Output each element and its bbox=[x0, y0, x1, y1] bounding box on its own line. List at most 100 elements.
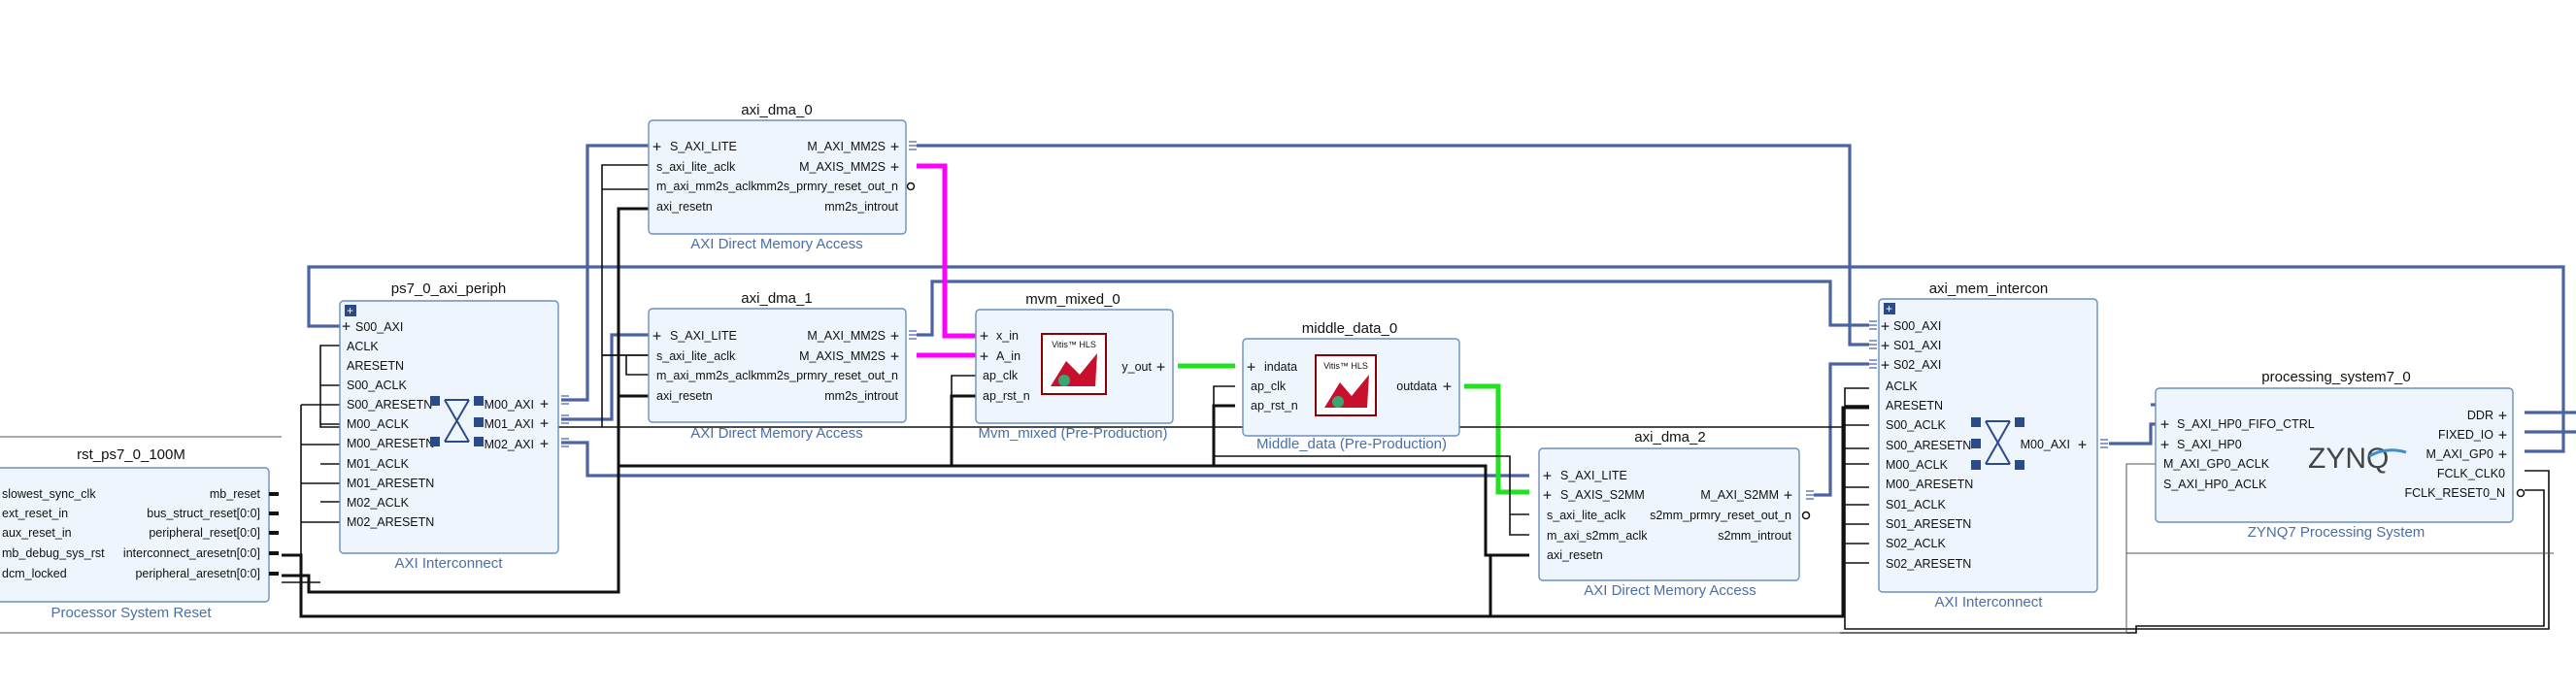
block-ps7-axi-periph[interactable]: ps7_0_axi_periph + + S00_AXI ACLK ARESET… bbox=[339, 280, 559, 572]
axis-dma0-to-mvm-xin[interactable] bbox=[917, 163, 976, 339]
block-axi-dma-1[interactable]: axi_dma_1 + S_AXI_LITE s_axi_lite_aclk m… bbox=[648, 290, 907, 442]
pin-label: mm2s_prmry_reset_out_n bbox=[756, 369, 898, 382]
pin-label: S02_ARESETN bbox=[1886, 557, 1971, 571]
plus-icon[interactable]: + bbox=[890, 347, 899, 365]
axis-middle-outdata-to-dma2[interactable] bbox=[1464, 383, 1529, 495]
plus-icon[interactable]: + bbox=[1881, 317, 1890, 335]
expand-icon[interactable] bbox=[1884, 303, 1895, 314]
inverted-pin-icon bbox=[906, 182, 916, 191]
net-fclk-clk0[interactable] bbox=[1844, 387, 2550, 630]
svg-text:ZYNQ: ZYNQ bbox=[2308, 443, 2389, 475]
net-clk-to-periph[interactable] bbox=[282, 345, 602, 583]
block-body[interactable] bbox=[2155, 387, 2514, 523]
plus-icon[interactable]: + bbox=[1881, 356, 1890, 374]
plus-icon[interactable]: + bbox=[980, 347, 988, 365]
block-body[interactable] bbox=[648, 308, 907, 423]
pin-label: M_AXIS_MM2S bbox=[799, 160, 886, 174]
block-axi-dma-2[interactable]: axi_dma_2 + + S_AXI_LITE S_AXIS_S2MM s_a… bbox=[1538, 429, 1811, 599]
bus-mem-m00-to-hp0[interactable] bbox=[2109, 422, 2156, 446]
plus-icon[interactable]: + bbox=[1543, 486, 1552, 504]
plus-icon[interactable]: + bbox=[890, 158, 899, 176]
block-axi-dma-0[interactable]: axi_dma_0 + S_AXI_LITE s_axi_lite_aclk m… bbox=[648, 102, 916, 252]
expand-icon-glyph: + bbox=[347, 304, 353, 317]
pin-label: M01_AXI bbox=[485, 417, 534, 431]
net-clk-to-dma1-lite[interactable] bbox=[602, 354, 649, 376]
net-clk-distribution-upper[interactable] bbox=[1845, 405, 1869, 564]
plus-icon[interactable]: + bbox=[540, 435, 549, 452]
pin-label: ARESETN bbox=[347, 359, 404, 373]
plus-icon[interactable]: + bbox=[540, 395, 549, 412]
block-title: axi_dma_1 bbox=[741, 290, 812, 307]
pin-label: M00_ACLK bbox=[347, 417, 410, 431]
bus-m02-to-dma2-lite[interactable] bbox=[561, 441, 1529, 478]
rst-output-pins: mb_reset bus_struct_reset[0:0] periphera… bbox=[123, 487, 279, 580]
pin-label: outdata bbox=[1396, 380, 1437, 393]
plus-icon[interactable]: + bbox=[1156, 358, 1165, 376]
plus-icon[interactable]: + bbox=[540, 414, 549, 432]
block-body[interactable] bbox=[1878, 298, 2098, 593]
block-subtitle: ZYNQ7 Processing System bbox=[2248, 524, 2425, 541]
plus-icon[interactable]: + bbox=[890, 138, 899, 155]
bus-ps7-gp0-to-periph-s00[interactable] bbox=[307, 265, 2565, 453]
pin-label: mm2s_introut bbox=[824, 200, 898, 214]
pin-label: S00_ACLK bbox=[1886, 418, 1947, 432]
net-clk-to-dma2[interactable] bbox=[1213, 427, 1529, 536]
block-rst-ps7[interactable]: rst_ps7_0_100M slowest_sync_clk ext_rese… bbox=[0, 446, 279, 621]
pin-label: M02_ACLK bbox=[347, 496, 410, 510]
plus-icon[interactable]: + bbox=[1443, 378, 1452, 395]
plus-icon[interactable]: + bbox=[1247, 358, 1255, 376]
plus-icon[interactable]: + bbox=[652, 138, 661, 155]
block-body[interactable] bbox=[339, 300, 559, 554]
plus-icon[interactable]: + bbox=[980, 327, 988, 345]
wire-layer bbox=[0, 144, 2576, 634]
pin-label: S00_ACLK bbox=[347, 379, 408, 392]
block-middle-data-0[interactable]: middle_data_0 + indata ap_clk ap_rst_n V… bbox=[1242, 320, 1460, 452]
block-mvm-mixed-0[interactable]: mvm_mixed_0 + + x_in A_in ap_clk ap_rst_… bbox=[975, 291, 1174, 442]
plus-icon[interactable]: + bbox=[2078, 436, 2087, 453]
net-periph-aresets[interactable] bbox=[300, 404, 340, 555]
pin-label: s2mm_prmry_reset_out_n bbox=[1650, 509, 1791, 522]
block-processing-system7-0[interactable]: processing_system7_0 + + S_AXI_HP0_FIFO_… bbox=[2155, 369, 2526, 541]
bus-m00-to-dma0-lite[interactable] bbox=[561, 144, 649, 402]
vitis-hls-logo-icon: Vitis™ HLS bbox=[1315, 354, 1377, 416]
bus-dma1-mm2s-to-s00[interactable] bbox=[917, 280, 1869, 337]
block-body[interactable] bbox=[1538, 447, 1800, 581]
plus-icon[interactable]: + bbox=[652, 327, 661, 345]
pin-label: S01_ARESETN bbox=[1886, 517, 1971, 531]
pin-label: S_AXI_HP0 bbox=[2177, 438, 2242, 451]
pin-label: ARESETN bbox=[1886, 399, 1943, 412]
net-peripheral-aresetn[interactable] bbox=[282, 207, 1529, 594]
plus-icon[interactable]: + bbox=[2160, 436, 2169, 453]
pin-label: ACLK bbox=[347, 340, 379, 353]
pin-label: S01_AXI bbox=[1893, 339, 1941, 352]
block-body[interactable] bbox=[648, 119, 907, 235]
bus-m01-to-dma1-lite[interactable] bbox=[561, 333, 649, 421]
pin-label: M_AXI_MM2S bbox=[807, 140, 886, 153]
plus-icon[interactable]: + bbox=[1784, 486, 1792, 504]
plus-icon[interactable]: + bbox=[342, 317, 351, 335]
pin-label: interconnect_aresetn[0:0] bbox=[123, 546, 260, 560]
plus-icon[interactable]: + bbox=[1881, 337, 1890, 354]
plus-icon[interactable]: + bbox=[2160, 415, 2169, 433]
block-title: rst_ps7_0_100M bbox=[77, 446, 185, 463]
block-subtitle: Mvm_mixed (Pre-Production) bbox=[978, 425, 1167, 442]
pin-label: M00_ACLK bbox=[1886, 458, 1949, 472]
plus-icon[interactable]: + bbox=[2498, 407, 2507, 424]
pin-label: M_AXI_S2MM bbox=[1700, 488, 1779, 502]
plus-icon[interactable]: + bbox=[1543, 467, 1552, 484]
expand-icon[interactable] bbox=[345, 305, 356, 316]
pin-label: ext_reset_in bbox=[2, 507, 68, 520]
plus-icon[interactable]: + bbox=[2498, 426, 2507, 444]
block-title: processing_system7_0 bbox=[2261, 369, 2410, 385]
net-interconnect-aresetn[interactable] bbox=[282, 406, 1869, 618]
block-axi-mem-intercon[interactable]: axi_mem_intercon + + + + S00_AXI S01_AXI… bbox=[1878, 280, 2098, 610]
pin-label: m_axi_s2mm_aclk bbox=[1547, 529, 1648, 543]
block-subtitle: Processor System Reset bbox=[50, 605, 212, 621]
plus-icon[interactable]: + bbox=[890, 327, 899, 345]
pin-label: S_AXI_LITE bbox=[670, 329, 737, 343]
bus-dma2-s2mm-to-s02[interactable] bbox=[1814, 362, 1869, 497]
bus-dma0-mm2s-to-s01[interactable] bbox=[917, 144, 1869, 346]
plus-icon[interactable]: + bbox=[2498, 446, 2507, 463]
block-subtitle: AXI Direct Memory Access bbox=[690, 425, 863, 442]
